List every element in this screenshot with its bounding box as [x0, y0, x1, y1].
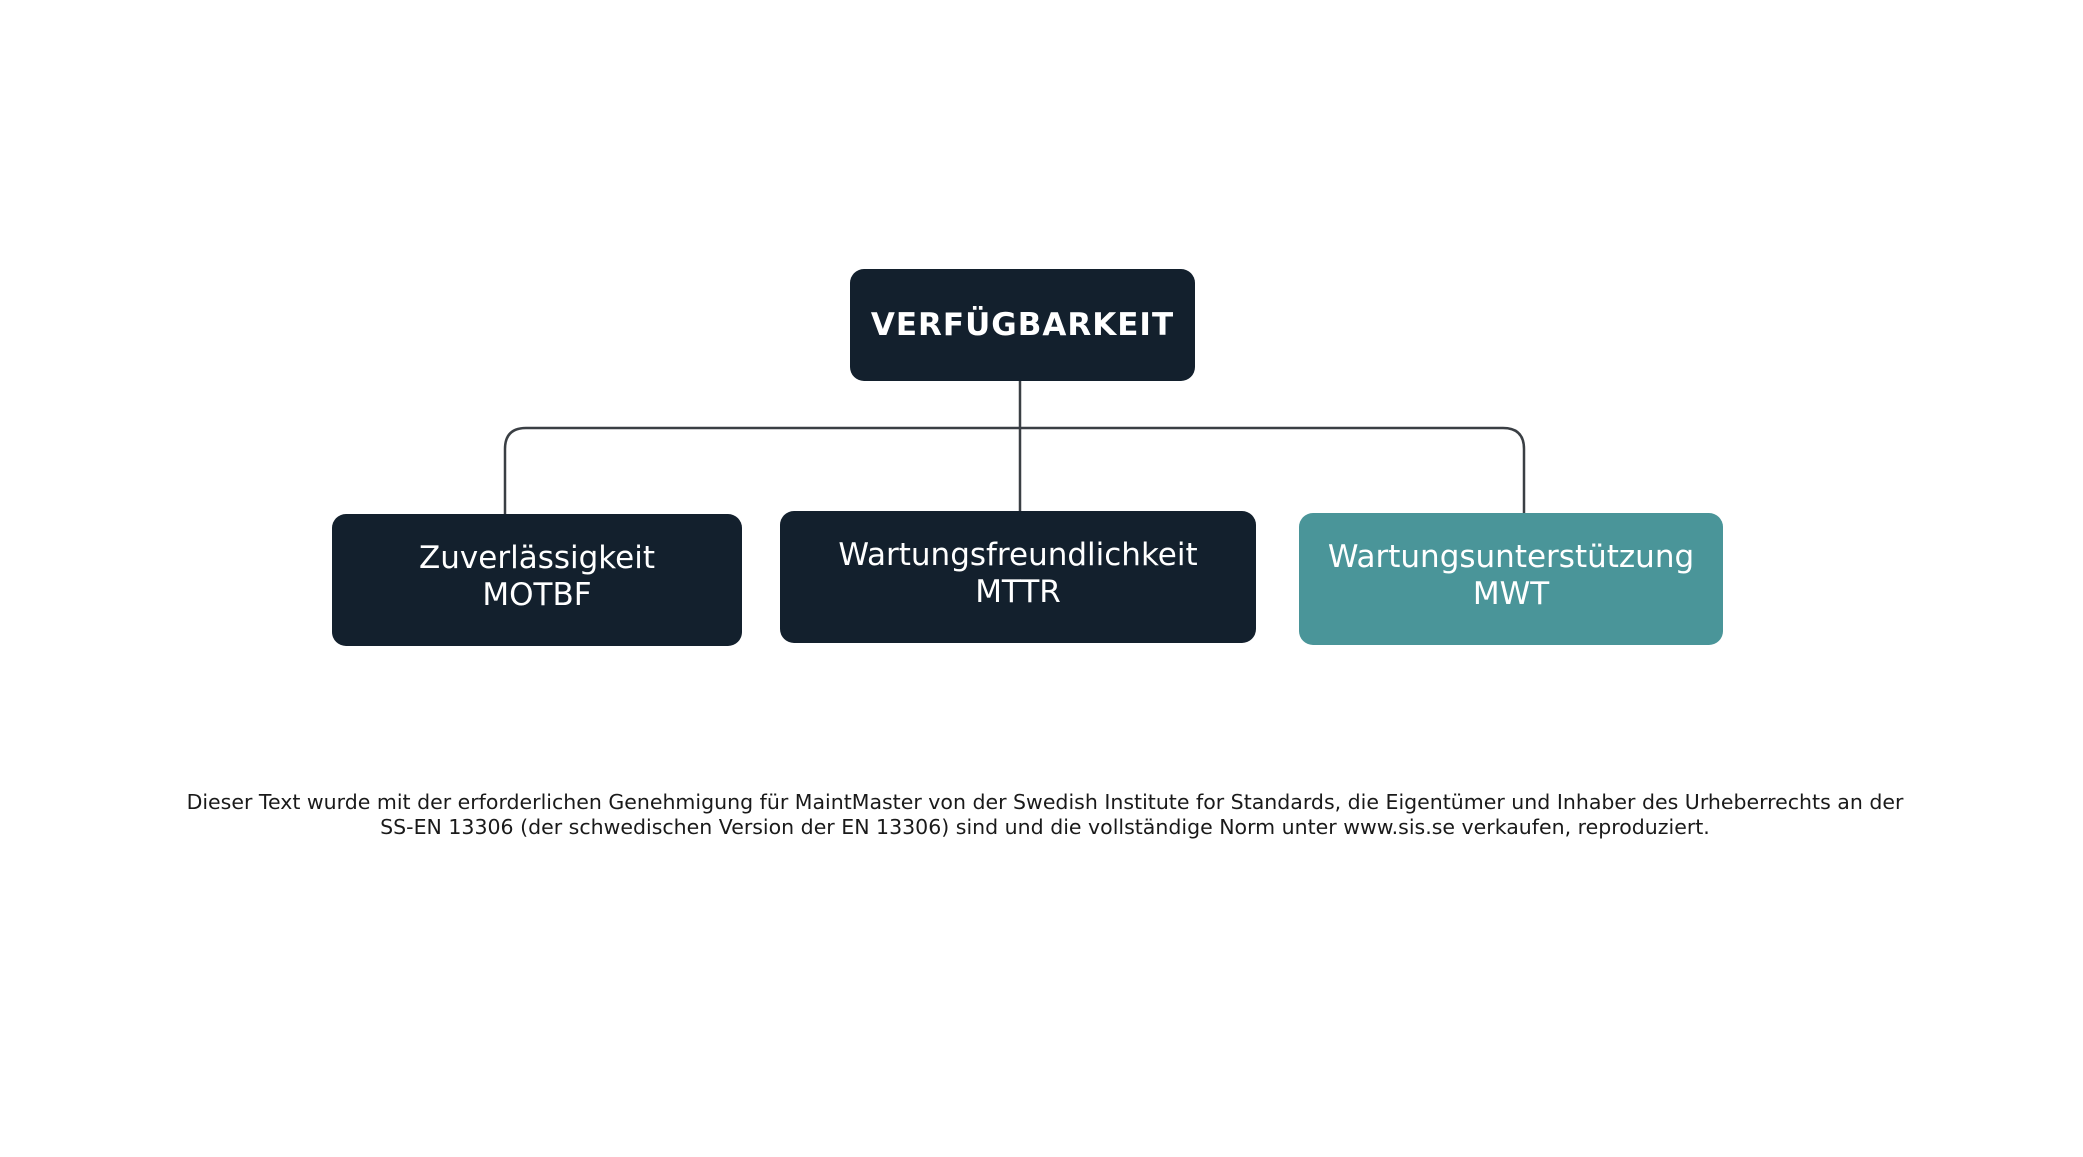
- node-maintenance-support: Wartungsunterstützung MWT: [1299, 513, 1723, 645]
- node-maintainability: Wartungsfreundlichkeit MTTR: [780, 511, 1256, 643]
- node-availability: VERFÜGBARKEIT: [850, 269, 1195, 381]
- connector-horizontal-bar: [503, 426, 1526, 514]
- node-maintenance-support-label: Wartungsunterstützung: [1327, 539, 1695, 575]
- node-maintainability-label: Wartungsfreundlichkeit: [838, 537, 1198, 573]
- node-reliability-label: Zuverlässigkeit: [419, 540, 655, 576]
- node-maintainability-abbr: MTTR: [975, 574, 1061, 610]
- node-availability-label: VERFÜGBARKEIT: [870, 307, 1175, 343]
- footnote-line-1: Dieser Text wurde mit der erforderlichen…: [186, 790, 1904, 814]
- node-reliability-abbr: MOTBF: [482, 577, 592, 613]
- footnote-line-2: SS-EN 13306 (der schwedischen Version de…: [380, 815, 1710, 839]
- node-maintenance-support-abbr: MWT: [1472, 576, 1550, 612]
- node-reliability: Zuverlässigkeit MOTBF: [332, 514, 742, 646]
- copyright-footnote: Dieser Text wurde mit der erforderlichen…: [140, 790, 1950, 840]
